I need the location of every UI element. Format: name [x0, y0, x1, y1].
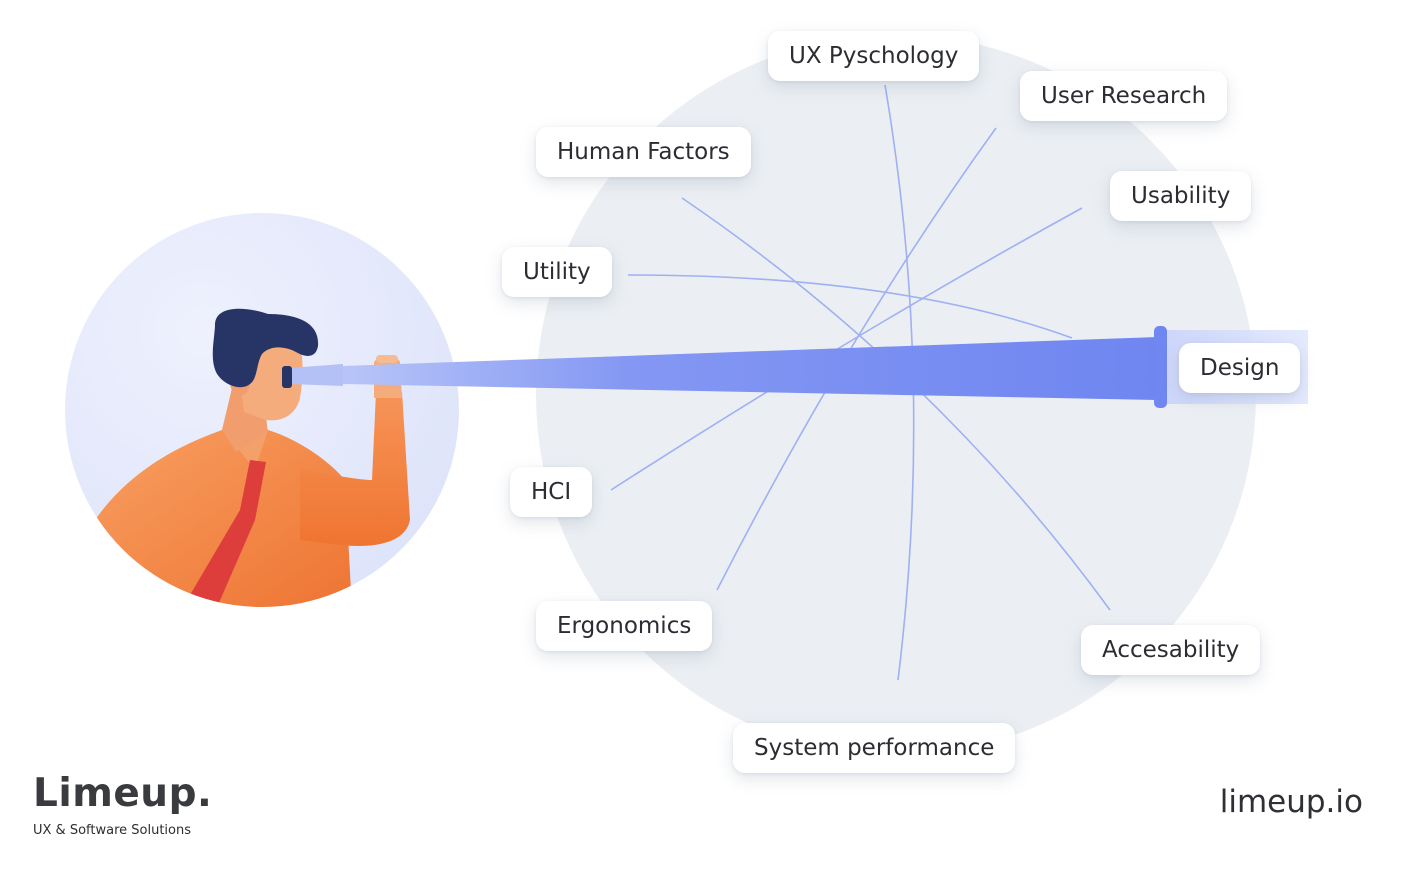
logo-tagline: UX & Software Solutions: [33, 823, 191, 838]
line-user-research-ergonomics: [716, 127, 997, 591]
website-url: limeup.io: [1219, 784, 1363, 820]
topic-circle: [536, 35, 1256, 755]
tag-design: Design: [1179, 343, 1301, 393]
tag-accesability: Accesability: [1081, 625, 1261, 675]
tag-ergonomics: Ergonomics: [536, 601, 713, 651]
arm: [300, 386, 410, 546]
tag-user-research: User Research: [1020, 71, 1228, 121]
line-utility-design: [627, 274, 1073, 339]
brand-logo: Limeup. UX & Software Solutions: [33, 770, 212, 840]
hair: [212, 308, 319, 388]
telescope-lens-ring: [1154, 326, 1167, 408]
telescope-eyepiece: [290, 364, 343, 386]
eye-piece-cap: [282, 366, 292, 388]
logo-name: Limeup.: [33, 771, 213, 816]
tag-ux-psychology: UX Pyschology: [768, 31, 980, 81]
shirt: [80, 430, 352, 607]
tag-hci: HCI: [510, 467, 593, 517]
tie: [180, 460, 266, 607]
head: [212, 308, 319, 421]
thumb: [376, 355, 398, 363]
telescope: [343, 337, 1158, 400]
line-usability-hci: [610, 207, 1083, 491]
tag-utility: Utility: [502, 247, 612, 297]
tag-human-factors: Human Factors: [536, 127, 751, 177]
tag-usability: Usability: [1110, 171, 1252, 221]
tag-system-performance: System performance: [733, 723, 1016, 773]
